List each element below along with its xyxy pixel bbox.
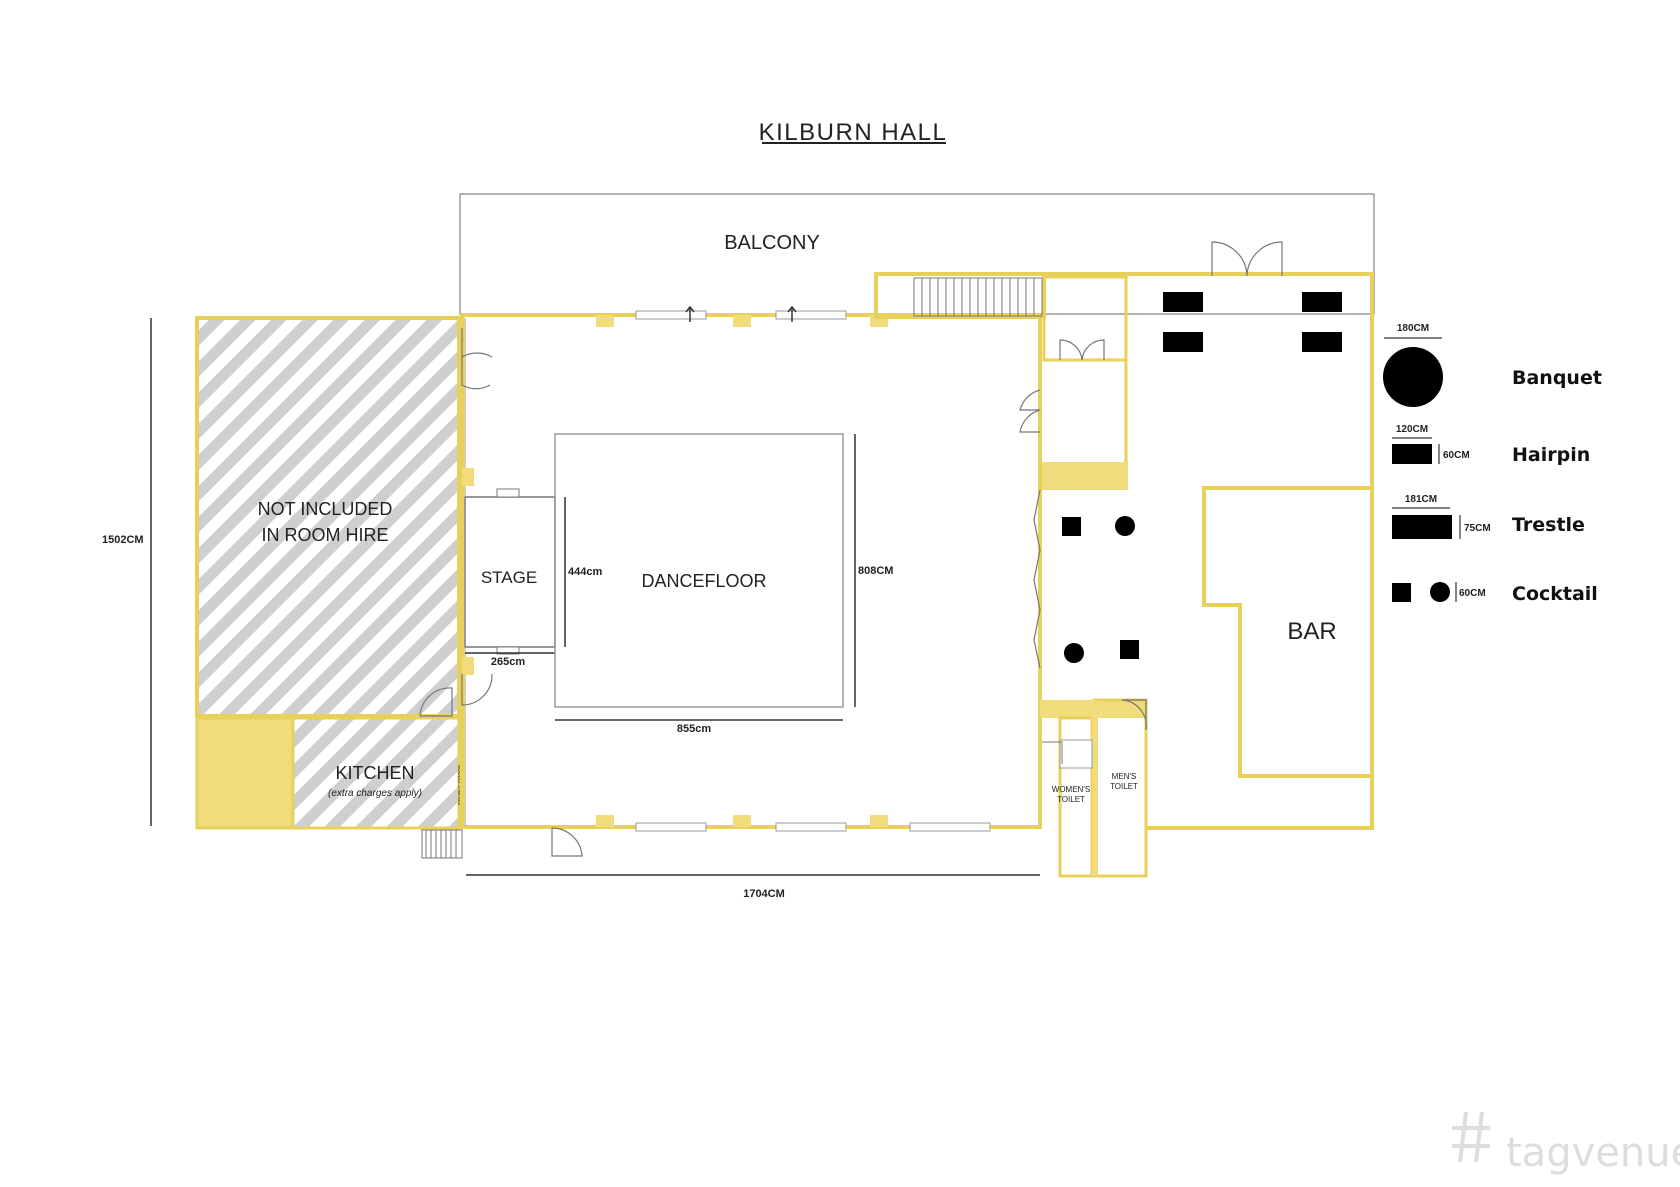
window-bottom-2 xyxy=(775,822,847,832)
hairpin-width-label: 120CM xyxy=(1396,424,1428,435)
hairpin-legend-label: Hairpin xyxy=(1512,444,1590,466)
not-included-area xyxy=(195,316,461,718)
trestle-legend-label: Trestle xyxy=(1512,514,1585,536)
trestle-table-4 xyxy=(1302,332,1342,352)
banquet-size-label: 180CM xyxy=(1397,323,1429,334)
window-bottom-3 xyxy=(909,822,991,832)
stairs-top xyxy=(913,277,1043,317)
cocktail-square-2 xyxy=(1120,640,1139,659)
cocktail-size-label: 60CM xyxy=(1459,588,1486,599)
stage-step-top xyxy=(496,488,520,498)
womens-toilet-label-2: TOILET xyxy=(1057,795,1085,804)
cocktail-legend-label: Cocktail xyxy=(1512,583,1598,605)
door-hall-right xyxy=(1019,389,1041,433)
cocktail-round-icon xyxy=(1430,582,1450,602)
trestle-table-3 xyxy=(1302,292,1342,312)
door-left-lower xyxy=(461,673,493,706)
stage-label: STAGE xyxy=(481,568,537,587)
dancefloor-width-label: 855cm xyxy=(677,723,711,735)
trestle-table-1 xyxy=(1163,292,1203,312)
trestle-table-2 xyxy=(1163,332,1203,352)
not-included-label-1: NOT INCLUDED xyxy=(258,499,393,519)
hairpin-table-icon xyxy=(1392,444,1432,464)
trestle-depth-label: 75CM xyxy=(1464,523,1491,534)
kitchen-note: (extra charges apply) xyxy=(328,788,422,799)
foyer-room xyxy=(1042,275,1128,362)
window-bottom-1 xyxy=(635,822,707,832)
column-left-1 xyxy=(462,468,474,486)
dancefloor-area xyxy=(554,433,844,708)
kitchen-label: KITCHEN xyxy=(335,763,414,783)
overall-width-label: 1704CM xyxy=(743,888,785,900)
hairpin-depth-label: 60CM xyxy=(1443,450,1470,461)
mens-toilet-label-2: TOILET xyxy=(1110,782,1138,791)
cocktail-round-2 xyxy=(1064,643,1084,663)
plan-title: KILBURN HALL xyxy=(759,119,948,146)
column-bottom-3 xyxy=(870,815,888,827)
door-kitchen xyxy=(419,687,453,717)
counter-block xyxy=(1042,462,1128,490)
column-top-2 xyxy=(733,315,751,327)
tagvenue-logo-icon xyxy=(1452,1111,1490,1163)
door-left-upper xyxy=(461,328,493,390)
window-arrow-head-2 xyxy=(787,305,797,313)
not-included-label-2: IN ROOM HIRE xyxy=(261,525,388,545)
overall-height-label: 1502CM xyxy=(102,534,144,546)
kitchen-area xyxy=(291,716,461,830)
stage-width-label: 265cm xyxy=(491,656,525,668)
window-top-2 xyxy=(775,310,847,320)
column-left-2 xyxy=(462,657,474,675)
bar-area xyxy=(1202,486,1374,778)
watermark: tagvenue xyxy=(1506,1130,1680,1176)
column-top-1 xyxy=(596,315,614,327)
womens-toilet-label-1: WOMEN'S xyxy=(1052,785,1090,794)
column-bottom-1 xyxy=(596,815,614,827)
window-top-1 xyxy=(635,310,707,320)
dancefloor-label: DANCEFLOOR xyxy=(641,571,766,591)
cocktail-round-1 xyxy=(1115,516,1135,536)
cocktail-square-1 xyxy=(1062,517,1081,536)
door-mens xyxy=(1121,699,1147,731)
door-bottom xyxy=(551,827,583,857)
door-foyer xyxy=(1059,339,1105,361)
stairs-bottom-left xyxy=(421,829,463,859)
stage-height-label: 444cm xyxy=(568,566,602,578)
cocktail-square-icon xyxy=(1392,583,1411,602)
column-bottom-2 xyxy=(733,815,751,827)
banquet-legend-label: Banquet xyxy=(1512,367,1602,389)
balcony-area xyxy=(459,193,1375,315)
window-arrow-head-1 xyxy=(685,305,695,313)
mens-toilet-label-1: MEN'S xyxy=(1112,772,1137,781)
bar-label: BAR xyxy=(1287,618,1336,645)
balcony-label: BALCONY xyxy=(724,232,820,254)
toilet-divider xyxy=(1092,700,1098,876)
legend: 180CM Banquet 120CM 60CM Hairpin 181CM 7… xyxy=(1383,323,1602,605)
womens-door-frame xyxy=(1059,739,1093,769)
stair-landing xyxy=(874,272,1046,319)
door-entrance xyxy=(1211,241,1283,277)
trestle-table-icon xyxy=(1392,515,1452,539)
dancefloor-height-label: 808CM xyxy=(858,565,893,577)
door-womens xyxy=(1042,741,1063,764)
stage-step-bottom xyxy=(496,646,520,655)
banquet-table-icon xyxy=(1383,347,1443,407)
trestle-width-label: 181CM xyxy=(1405,494,1437,505)
service-block xyxy=(195,716,295,830)
folding-partition xyxy=(1033,489,1041,669)
